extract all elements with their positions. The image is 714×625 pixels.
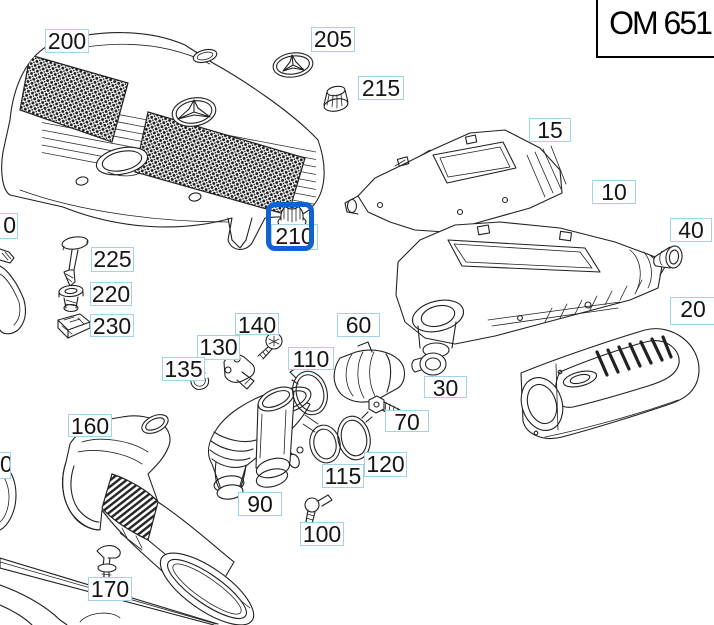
callout-partial-left-bottom[interactable]: 0	[0, 452, 11, 479]
part-15-housing-cover[interactable]	[344, 129, 567, 233]
callout-partial-left-top[interactable]: 0	[0, 213, 18, 239]
callout-110[interactable]: 110	[288, 347, 334, 370]
part-130-sensor-flange[interactable]	[223, 354, 255, 390]
part-225-screw[interactable]	[61, 235, 89, 287]
part-140-screw[interactable]	[257, 332, 283, 360]
callout-120[interactable]: 120	[364, 452, 407, 477]
callout-100[interactable]: 100	[300, 522, 344, 546]
callout-15[interactable]: 15	[529, 118, 571, 142]
part-160-inlet-neck[interactable]	[254, 382, 297, 490]
part-edge-corner[interactable]	[0, 584, 121, 625]
part-100-sensor[interactable]	[304, 494, 333, 525]
part-215-cap[interactable]	[323, 85, 349, 113]
callout-70[interactable]: 70	[385, 410, 429, 432]
part-115-seal-ring[interactable]	[306, 422, 343, 465]
part-40-grommet[interactable]	[653, 245, 684, 269]
callout-220[interactable]: 220	[90, 282, 132, 306]
callout-215[interactable]: 215	[358, 76, 404, 100]
callout-10[interactable]: 10	[592, 180, 636, 204]
callout-140[interactable]: 140	[235, 313, 279, 335]
part-230-clip[interactable]	[57, 313, 91, 339]
callout-230[interactable]: 230	[90, 314, 134, 337]
part-205-star-emblem[interactable]	[272, 50, 315, 79]
callout-90[interactable]: 90	[238, 492, 282, 516]
engine-code-box: OM 651	[596, 0, 714, 58]
part-200-engine-cover[interactable]	[1, 32, 325, 250]
callout-60[interactable]: 60	[337, 313, 380, 337]
engine-code-label: OM 651	[609, 5, 713, 41]
callout-30[interactable]: 30	[424, 376, 467, 398]
callout-200[interactable]: 200	[45, 29, 89, 53]
selected-part-highlight	[266, 202, 314, 251]
part-60-resonator[interactable]	[333, 341, 406, 403]
callout-130[interactable]: 130	[197, 335, 240, 360]
callout-20[interactable]: 20	[670, 297, 714, 325]
callout-205[interactable]: 205	[311, 27, 355, 52]
callout-40[interactable]: 40	[670, 218, 712, 242]
callout-170[interactable]: 170	[88, 577, 132, 601]
part-30-grommet[interactable]	[411, 352, 447, 376]
part-220-grommet-nut[interactable]	[58, 284, 84, 313]
callout-135[interactable]: 135	[162, 357, 205, 381]
callout-225[interactable]: 225	[91, 247, 134, 272]
part-edge-bracket[interactable]	[0, 248, 27, 335]
callout-115[interactable]: 115	[322, 464, 364, 488]
part-120-clamp-ring[interactable]	[334, 411, 374, 463]
part-160-intake-duct[interactable]	[62, 411, 264, 625]
callout-160[interactable]: 160	[68, 414, 112, 437]
part-20-filter-element[interactable]	[515, 328, 700, 439]
part-170-clip[interactable]	[96, 545, 121, 581]
